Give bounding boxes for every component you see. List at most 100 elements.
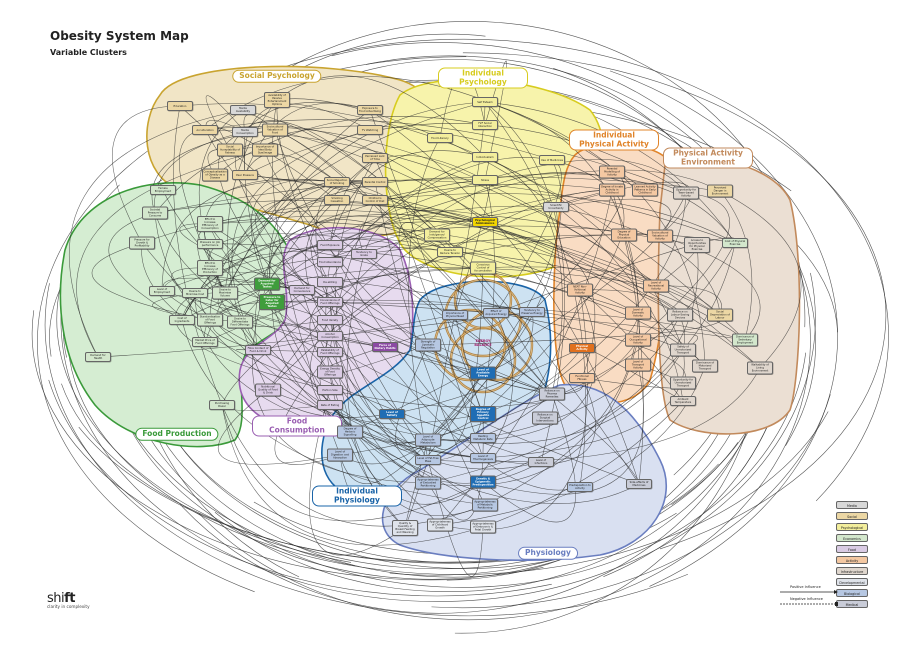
map-node[interactable]: Level of Recreational Activity (643, 279, 669, 293)
map-node[interactable]: Perceived Lack of Time (362, 153, 388, 163)
map-node[interactable]: Self Esteem (472, 97, 498, 107)
map-node[interactable]: Scientific Uncertainty (543, 202, 569, 212)
map-node[interactable]: Rate of Eating (317, 400, 343, 410)
map-node[interactable]: Functional Fitness (569, 373, 595, 383)
map-node[interactable]: Sociocultural Valuation of Food (262, 123, 288, 137)
map-node[interactable]: Dominance of Motorised Transport (692, 359, 718, 373)
map-node[interactable]: Convenience of Food Offerings (317, 297, 343, 307)
map-node[interactable]: Dominance of Sedentary Employment (732, 333, 758, 347)
map-node[interactable]: Portion Size (317, 385, 343, 395)
map-node[interactable]: Social Acceptability of Fatness (217, 143, 243, 157)
map-node[interactable]: Walkability of Living Environment (747, 361, 773, 375)
map-node[interactable]: Effort to Increase Efficiency of Product… (197, 260, 223, 276)
map-node[interactable]: Reliance on Pharma Remedies (539, 387, 565, 401)
map-node[interactable]: Level of Fat-Free Mass (415, 455, 441, 465)
map-node[interactable]: Children's Control of Diet (362, 195, 388, 205)
map-node[interactable]: Importance of Ideal Body Size/Image (252, 143, 278, 157)
map-node[interactable]: Nutritional Quality of Food & Drink (255, 383, 281, 397)
map-node[interactable]: Cost of Physical Exercise (722, 238, 748, 248)
map-node[interactable]: F2F Social Interaction (472, 120, 498, 130)
map-node[interactable]: Level of Digestion and Absorption (327, 448, 353, 462)
map-node[interactable]: Pressure for Growth & Profitability (129, 236, 155, 250)
map-node[interactable]: Desire to Maximise Volume (212, 286, 238, 300)
map-node[interactable]: Appropriateness of Childhood Growth (427, 518, 453, 532)
map-node[interactable]: Conscious Control of Accumulation (470, 261, 496, 275)
map-node[interactable]: Appropriateness of Embryonic & Fetal Gro… (470, 520, 496, 534)
map-node[interactable]: Availability of Passive Entertainment Op… (264, 92, 290, 108)
map-node[interactable]: Parental Control (362, 177, 388, 187)
map-node[interactable]: Individualism (472, 152, 498, 162)
map-node[interactable]: Level of Thermogenesis (470, 453, 496, 463)
map-node[interactable]: Psychological Ambivalence (472, 217, 498, 227)
map-node[interactable]: Reliance on Labour-Saving Devices (667, 308, 693, 322)
map-node[interactable]: Perceived Danger in Environment (707, 184, 733, 198)
map-node[interactable]: Palatability of Food Offerings (317, 347, 343, 357)
map-node[interactable]: Access to Opportunities for Physical Exe… (684, 237, 710, 253)
map-node[interactable]: Quality & Quantity of Breast Feeding and… (392, 520, 418, 536)
map-node[interactable]: Cost of Ingredients (169, 315, 195, 325)
map-node[interactable]: Appropriateness of Metabolic Partitionin… (472, 498, 498, 512)
map-node[interactable]: Level of Satiety (379, 409, 405, 419)
map-node[interactable]: Strength of Lipostatic Regulation (415, 338, 441, 352)
map-node[interactable]: Social Depreciation of Labour (707, 308, 733, 322)
map-node[interactable]: Purchasing Power (209, 400, 235, 410)
map-node[interactable]: Pressure to Cater for Acquired Tastes (259, 294, 285, 310)
map-node[interactable]: Predisposition to Activity (567, 482, 593, 492)
map-node[interactable]: Food Literacy (427, 133, 453, 143)
map-node[interactable]: Societal Pressure to Consume (142, 206, 168, 220)
map-node[interactable]: Media Availability (230, 105, 256, 115)
map-node[interactable]: Level of Employment (149, 286, 175, 296)
map-node[interactable]: Desire to Differentiate Food Offerings (227, 315, 253, 329)
map-node[interactable]: Education (167, 101, 193, 111)
map-node[interactable]: Resting Metabolic Rate (470, 433, 496, 443)
map-node[interactable]: Level of Transport Activity (625, 358, 651, 372)
map-node[interactable]: Side-effects of Medicines (626, 479, 652, 489)
map-node[interactable]: Degree of Physical Education (611, 228, 637, 242)
map-node[interactable]: NEAT Non-Volitional Activity (567, 283, 593, 297)
map-node[interactable]: Conceptualisation of Obesity as a Diseas… (202, 168, 228, 182)
map-node[interactable]: Force of Dietary Habits (372, 342, 398, 352)
map-node[interactable]: Tendency to Preserve Energy (519, 307, 545, 317)
map-node[interactable]: Effect of Acquired Energy (483, 308, 509, 318)
map-node[interactable]: Desire to Reduce Tension (437, 247, 463, 257)
map-node[interactable]: Food Variety (317, 315, 343, 325)
map-node[interactable]: Media Consumption (232, 127, 258, 137)
map-node[interactable]: Pressure on Job performance (197, 239, 223, 249)
map-node[interactable]: Genetic & Epigenetic Predisposition (470, 475, 496, 489)
map-node[interactable]: Level of Adipocyte Metabolism (415, 433, 441, 447)
map-node[interactable]: Level of Occupational Activity (625, 333, 651, 347)
map-node[interactable]: Alcohol Consumption (317, 331, 343, 341)
map-node[interactable]: Ambient Temperature (670, 396, 696, 406)
map-node[interactable]: Demand for Indulgence/ Compensation (424, 228, 450, 242)
map-node[interactable]: Energy Density of Food Offerings (317, 365, 343, 379)
map-node[interactable]: Degree of Hedonic Signalling (337, 425, 363, 439)
map-node[interactable]: De-skilling (317, 277, 343, 287)
map-node[interactable]: Exposure to Food Advertising (357, 105, 383, 115)
map-node[interactable]: Learned Activity Patterns in Early Child… (632, 183, 658, 197)
map-node[interactable]: TV Watching (357, 125, 383, 135)
map-node[interactable]: Food Abundance (317, 257, 343, 267)
map-node[interactable]: Degree of Innate Activity in Childhood (599, 183, 625, 197)
map-node[interactable]: Importance of Physical Need (442, 310, 468, 320)
map-node[interactable]: Social Rejection of Smoking (324, 177, 350, 187)
map-node[interactable]: Safety of Unmotorised Transport (670, 343, 696, 357)
map-node[interactable]: Stress (472, 175, 498, 185)
map-node[interactable]: Effort to Increase Efficiency of Consump… (197, 216, 223, 232)
map-node[interactable]: Desire to Minimise Cost (182, 288, 208, 298)
map-node[interactable]: Smoking Cessation (324, 195, 350, 205)
map-node[interactable]: Physical Activity (569, 343, 595, 353)
map-node[interactable]: Food Exposure (317, 240, 343, 250)
map-node[interactable]: Reliance on Surgical Interventions (532, 411, 558, 425)
map-node[interactable]: Fibre Content of Food & Drink (245, 345, 271, 355)
map-node[interactable]: Standardisation of Food Offerings (197, 313, 223, 327)
map-node[interactable]: Demand for Health (85, 352, 111, 362)
map-node[interactable]: Appropriateness of Embodied Partitioning (415, 476, 441, 490)
map-node[interactable]: Peer Pressure (232, 170, 258, 180)
map-node[interactable]: Degree of Primary Appetite Control (470, 406, 496, 422)
map-node[interactable]: Opportunity for Unmotorised Transport (670, 376, 696, 390)
map-node[interactable]: Female Employment (150, 185, 176, 195)
map-node[interactable]: Acculturation (192, 125, 218, 135)
map-node[interactable]: Level of Infections (528, 457, 554, 467)
map-node[interactable]: Level of Available Energy (470, 366, 496, 380)
map-node[interactable]: Tendency to Graze (351, 249, 377, 259)
